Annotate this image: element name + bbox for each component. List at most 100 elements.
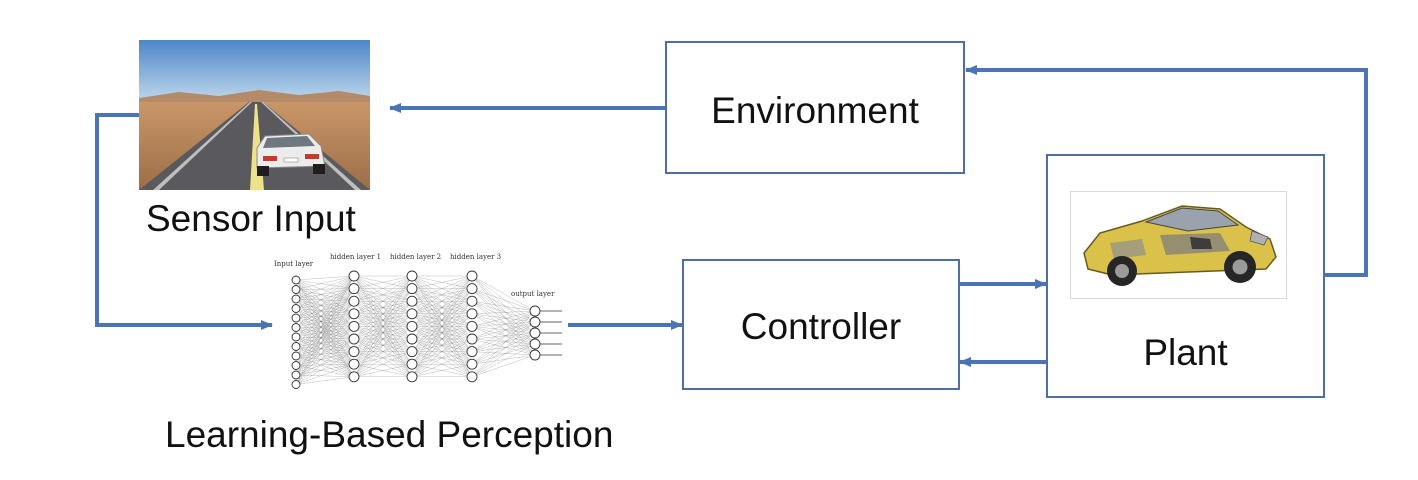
nn-neuron — [466, 295, 478, 307]
nn-connection — [411, 275, 473, 302]
nn-neuron — [291, 294, 301, 304]
nn-neuron — [406, 270, 418, 282]
nn-connection — [295, 351, 355, 357]
nn-neuron — [348, 371, 360, 383]
nn-connection — [471, 310, 536, 340]
nn-neuron — [529, 349, 541, 361]
nn-connection — [295, 376, 355, 385]
nn-connection — [295, 288, 355, 328]
nn-connection — [295, 338, 355, 376]
nn-neuron — [291, 361, 301, 370]
nn-connection — [295, 301, 355, 385]
nn-neuron — [466, 346, 478, 358]
nn-connection — [471, 343, 536, 352]
nn-connection — [411, 275, 473, 365]
nn-connection — [353, 301, 413, 377]
nn-neuron — [406, 320, 418, 332]
nn-connection — [353, 275, 413, 352]
nn-neuron — [348, 270, 360, 282]
nn-connection — [471, 310, 536, 365]
nn-neuron — [406, 371, 418, 383]
nn-connection — [295, 313, 355, 357]
nn-connection — [353, 275, 413, 302]
nn-connection — [295, 301, 355, 328]
nn-connection — [295, 301, 355, 338]
nn-connection — [411, 275, 473, 327]
nn-connection — [471, 310, 536, 352]
environment-node: Environment — [665, 41, 965, 174]
nn-connection — [295, 275, 355, 309]
nn-connection — [471, 321, 536, 377]
nn-connection — [295, 338, 355, 366]
nn-connection — [295, 288, 355, 300]
nn-connection — [295, 275, 355, 385]
nn-connection — [295, 351, 355, 385]
nn-connection — [295, 275, 355, 366]
nn-connection — [295, 364, 355, 376]
nn-connection — [295, 288, 355, 338]
nn-connection — [471, 326, 536, 356]
nn-neuron — [529, 305, 541, 317]
nn-connection — [295, 275, 355, 338]
nn-connection — [471, 332, 536, 352]
nn-connection — [295, 364, 355, 366]
nn-connection — [471, 310, 536, 314]
nn-input-layer-label: Input layer — [274, 260, 314, 268]
nn-connection — [353, 275, 413, 377]
nn-connection — [353, 364, 413, 377]
nn-neuron — [406, 283, 418, 295]
nn-connection — [411, 275, 473, 377]
controller-node: Controller — [682, 259, 960, 390]
nn-connection — [295, 326, 355, 357]
nn-connection — [295, 313, 355, 366]
nn-neuron — [406, 358, 418, 370]
nn-connection — [295, 288, 355, 347]
nn-connection — [471, 301, 536, 345]
nn-connection — [471, 301, 536, 356]
nn-connection — [295, 351, 355, 366]
nn-connection — [295, 275, 355, 328]
road-car-photo-icon — [139, 40, 370, 190]
nn-connection — [295, 279, 355, 289]
nn-connection — [411, 275, 473, 340]
nn-neuron — [466, 270, 478, 282]
nn-neuron — [466, 371, 478, 383]
nn-connection — [295, 275, 355, 281]
nn-neuron — [406, 308, 418, 320]
nn-connection — [295, 301, 355, 357]
nn-connection — [411, 351, 473, 377]
nn-neuron — [348, 358, 360, 370]
nn-connection — [295, 288, 355, 376]
nn-neuron — [291, 285, 301, 294]
car-cutaway-icon — [1070, 191, 1287, 299]
nn-connection — [353, 275, 413, 289]
nn-connection — [471, 351, 536, 356]
nn-connection — [353, 288, 413, 377]
nn-connection — [295, 355, 355, 365]
nn-connection — [411, 275, 473, 314]
nn-connection — [295, 301, 355, 366]
nn-neuron — [348, 283, 360, 295]
nn-connection — [295, 351, 355, 376]
nn-neuron — [529, 338, 541, 350]
nn-connection — [471, 288, 536, 323]
nn-connection — [295, 301, 355, 319]
nn-connection — [471, 354, 536, 365]
nn-connection — [471, 332, 536, 377]
nn-connection — [295, 279, 355, 302]
nn-neuron — [406, 333, 418, 345]
nn-neuron — [348, 333, 360, 345]
nn-connection — [295, 326, 355, 376]
nn-connection — [295, 288, 355, 319]
nn-connection — [295, 275, 355, 357]
nn-connection — [295, 355, 355, 377]
nn-connection — [295, 275, 355, 290]
nn-connection — [295, 275, 355, 319]
nn-neuron — [291, 342, 301, 351]
nn-output-layer-label: output layer — [511, 290, 555, 298]
nn-connection — [471, 332, 536, 365]
nn-connection — [353, 338, 413, 377]
nn-connection — [295, 313, 355, 385]
nn-connection — [471, 321, 536, 327]
nn-neuron — [291, 351, 301, 361]
